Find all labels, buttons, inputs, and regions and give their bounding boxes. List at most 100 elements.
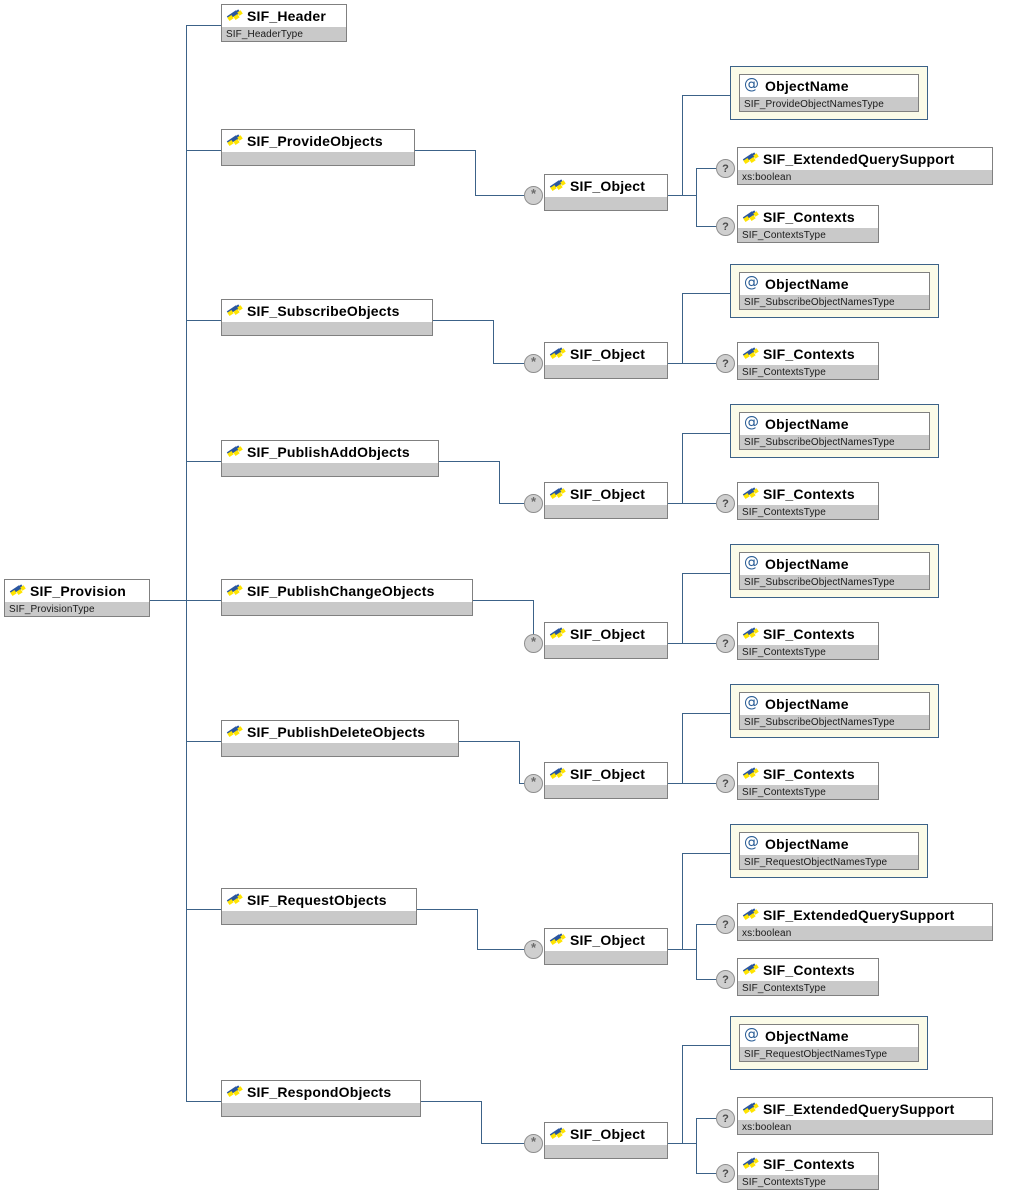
optional-indicator: ? <box>716 159 735 178</box>
node-type-label: SIF_ContextsType <box>738 365 878 379</box>
repeat-indicator: * <box>524 494 543 513</box>
object-to-attribute-line <box>682 95 683 195</box>
branch-to-object-line <box>475 195 524 196</box>
node-type-label: SIF_SubscribeObjectNamesType <box>740 435 929 449</box>
node-title-row: SIF_Object <box>545 175 667 197</box>
child-connector <box>696 503 716 504</box>
node-label: SIF_Contexts <box>763 766 855 782</box>
child-connector <box>696 1118 716 1119</box>
sif-object-node[interactable]: SIF_Object <box>544 342 668 379</box>
node-type-label: SIF_ContextsType <box>738 785 878 799</box>
optional-indicator: ? <box>716 217 735 236</box>
branch-to-object-line <box>473 600 533 601</box>
object-to-attribute-line <box>682 573 683 643</box>
node-title-row: SIF_PublishDeleteObjects <box>222 721 458 743</box>
children-bus-line <box>696 168 697 226</box>
optional-indicator: ? <box>716 915 735 934</box>
branch-to-object-line <box>439 461 499 462</box>
node-label: SIF_PublishAddObjects <box>247 444 410 460</box>
node-title-row: SIF_RespondObjects <box>222 1081 420 1103</box>
node-label: ObjectName <box>765 556 849 572</box>
sif-object-node[interactable]: SIF_Object <box>544 762 668 799</box>
node-type-label: SIF_ContextsType <box>738 228 878 242</box>
node-type-label: xs:boolean <box>738 170 992 184</box>
sif-object-node[interactable]: SIF_Object <box>544 482 668 519</box>
branch-to-object-line <box>519 741 520 783</box>
node-type-label: SIF_RequestObjectNamesType <box>740 855 918 869</box>
node-title-row: SIF_ExtendedQuerySupport <box>738 1098 992 1120</box>
node-label: SIF_Object <box>570 1126 646 1142</box>
node-title-row: SIF_Object <box>545 763 667 785</box>
object-to-attribute-line <box>682 1045 683 1143</box>
element-icon <box>742 627 759 641</box>
branch-connector <box>186 320 221 321</box>
node-type-label: xs:boolean <box>738 1120 992 1134</box>
optional-indicator: ? <box>716 1164 735 1183</box>
node-type-label <box>545 785 667 798</box>
branch-node[interactable]: SIF_ProvideObjects <box>221 129 415 166</box>
node-label: SIF_Contexts <box>763 962 855 978</box>
branch-node[interactable]: SIF_PublishChangeObjects <box>221 579 473 616</box>
at-attribute-icon: @ <box>744 412 759 431</box>
at-attribute-icon: @ <box>744 1024 759 1043</box>
node-label: SIF_Object <box>570 932 646 948</box>
branch-node[interactable]: SIF_PublishDeleteObjects <box>221 720 459 757</box>
branch-node[interactable]: SIF_PublishAddObjects <box>221 440 439 477</box>
branch-to-object-line <box>499 503 524 504</box>
at-attribute-icon: @ <box>744 832 759 851</box>
node-title-row: SIF_Object <box>545 343 667 365</box>
node-label: SIF_Contexts <box>763 486 855 502</box>
node-title-row: @ObjectName <box>740 693 929 715</box>
node-type-label <box>222 463 438 476</box>
node-type-label <box>222 152 414 165</box>
node-type-label: SIF_SubscribeObjectNamesType <box>740 715 929 729</box>
branch-to-object-line <box>415 150 475 151</box>
sif-object-node[interactable]: SIF_Object <box>544 928 668 965</box>
root-connector <box>150 600 186 601</box>
object-to-attribute-line <box>682 713 730 714</box>
sif-object-node[interactable]: SIF_Object <box>544 174 668 211</box>
node-type-label <box>545 505 667 518</box>
branch-connector <box>186 150 221 151</box>
sif-object-node[interactable]: SIF_Object <box>544 1122 668 1159</box>
branch-node[interactable]: SIF_RespondObjects <box>221 1080 421 1117</box>
node-label: SIF_RequestObjects <box>247 892 387 908</box>
object-to-attribute-line <box>682 433 730 434</box>
node-label: SIF_Header <box>247 8 327 24</box>
node-title-row: SIF_SubscribeObjects <box>222 300 432 322</box>
at-attribute-icon: @ <box>744 552 759 571</box>
element-icon <box>226 304 243 318</box>
node-title-row: SIF_Contexts <box>738 763 878 785</box>
node-title-row: SIF_ExtendedQuerySupport <box>738 904 992 926</box>
branch-node[interactable]: SIF_RequestObjects <box>221 888 417 925</box>
node-label: SIF_ExtendedQuerySupport <box>763 907 955 923</box>
branch-to-object-line <box>533 600 534 643</box>
object-to-children-line <box>668 1143 696 1144</box>
branch-node[interactable]: SIF_SubscribeObjects <box>221 299 433 336</box>
object-to-children-line <box>668 195 696 196</box>
object-to-attribute-line <box>682 433 683 503</box>
sif-object-node[interactable]: SIF_Object <box>544 622 668 659</box>
object-to-attribute-line <box>682 853 730 854</box>
node-title-row: SIF_Object <box>545 929 667 951</box>
